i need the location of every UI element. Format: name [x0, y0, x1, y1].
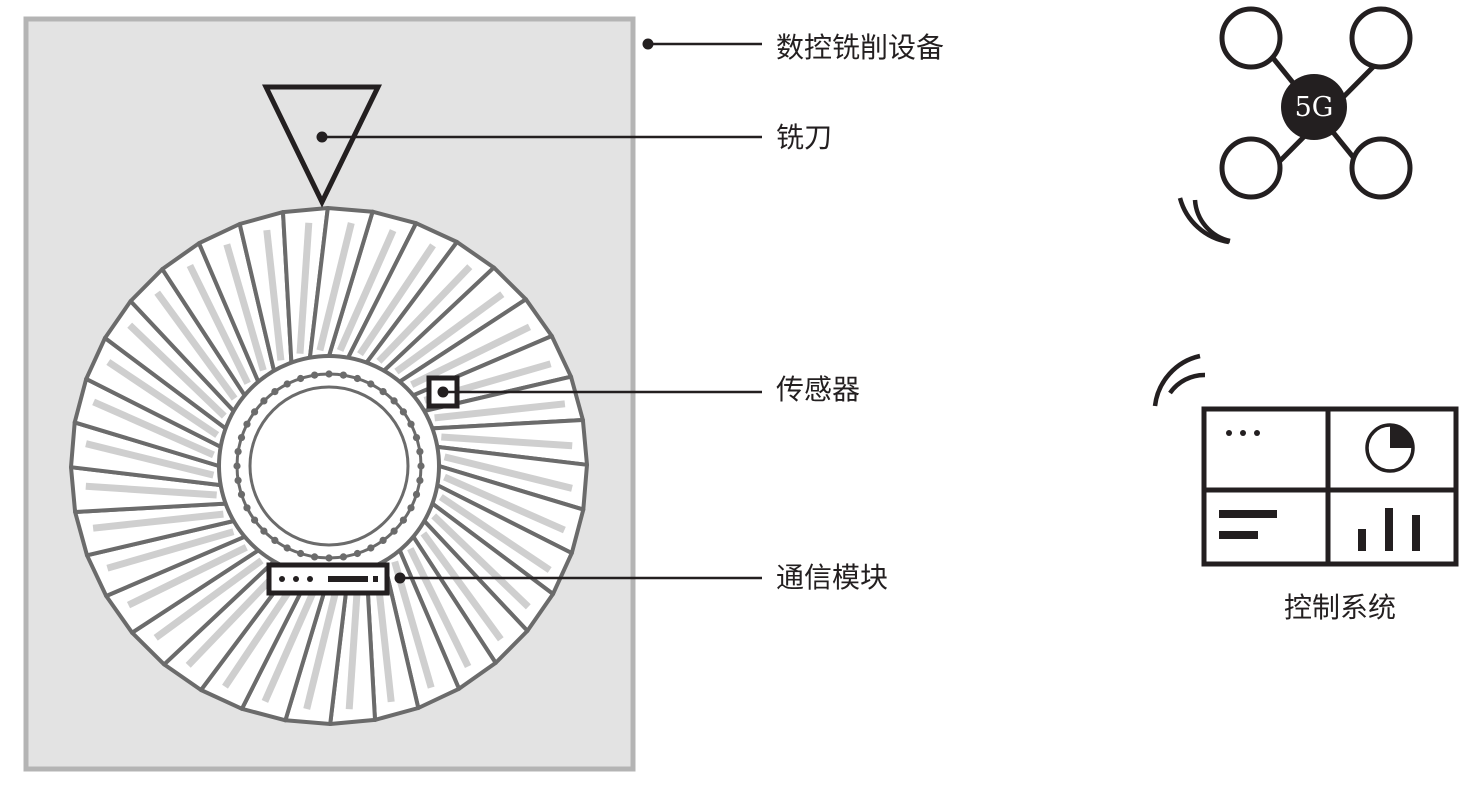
disc-bead	[243, 504, 251, 512]
disc-bead	[407, 504, 415, 512]
bar-chart-icon	[1358, 508, 1420, 551]
disc-blade-shadow	[441, 433, 573, 450]
disc-blade-shadow	[85, 482, 217, 499]
leader-lines	[322, 42, 762, 580]
disc-bead	[399, 408, 407, 416]
milling-cutter-icon	[262, 84, 382, 208]
disc-bead	[271, 536, 279, 545]
network-5g-label: 5G	[1295, 92, 1334, 123]
disc-blade-shadow	[126, 544, 248, 609]
disc-blade-shadow	[434, 400, 566, 422]
disc-blade-shadow	[222, 575, 301, 689]
disc-blade-shadow	[410, 323, 532, 388]
disc-bead	[243, 420, 251, 428]
disc-bead	[379, 388, 387, 396]
disc-bead	[412, 490, 421, 498]
disc-blade-shadow	[106, 359, 220, 438]
disc-blade-shadow	[223, 243, 267, 372]
pie-chart-icon	[1365, 423, 1415, 473]
disc-bead	[325, 370, 333, 378]
disc-blade-shadow	[431, 513, 531, 610]
disc-bead	[399, 516, 407, 524]
disc-hub-inner	[248, 385, 410, 547]
comm-module-icon	[266, 562, 390, 596]
disc-bead	[234, 448, 242, 456]
disc-bead	[416, 476, 424, 484]
disc-blade-shadow	[303, 580, 342, 710]
disc-bead	[297, 549, 305, 558]
wifi-signal-icon-dashboard	[1152, 353, 1206, 407]
disc-bead	[251, 516, 259, 524]
dashboard-icon	[1201, 406, 1459, 567]
disc-blade-shadow	[261, 580, 322, 703]
disc-blade-shadow	[154, 290, 238, 401]
disc-bead	[260, 397, 268, 405]
label-cutter: 铣刀	[776, 121, 832, 154]
disc-blade-shadow	[153, 557, 264, 641]
disc-bead	[417, 462, 425, 470]
disc-bead	[407, 420, 415, 428]
label-comm-module: 通信模块	[776, 561, 888, 594]
disc-blade-shadow	[438, 494, 552, 573]
disc-bead	[412, 434, 421, 442]
disc-blade-shadow	[186, 263, 251, 385]
disc-blade-shadow	[345, 578, 362, 710]
disc-blade-shadow	[92, 510, 224, 532]
disc-blade-shadow	[92, 398, 215, 459]
leader-dots	[316, 38, 654, 584]
disc-bead	[283, 380, 291, 388]
disc-blade-shadow	[263, 229, 285, 361]
disc-bead	[416, 448, 424, 456]
disc-bead	[325, 554, 333, 562]
more-dots-icon	[1226, 430, 1260, 436]
disc-bead	[260, 527, 268, 535]
disc-blade-shadow	[443, 473, 566, 534]
wifi-signal-icon	[1177, 197, 1231, 245]
disc-blade-shadow	[127, 322, 227, 419]
disc-beads	[233, 370, 425, 562]
disc-bead	[233, 462, 241, 470]
disc-bead	[237, 434, 246, 442]
disc-bead	[311, 371, 319, 379]
disc-blades	[69, 206, 589, 726]
disc-bead	[390, 397, 398, 405]
text-lines-icon	[1219, 510, 1277, 539]
disc-bead	[379, 536, 387, 545]
disc-bead	[367, 544, 375, 552]
disc-blade-shadow	[420, 531, 504, 642]
disc-bead	[283, 544, 291, 552]
disc-blade-shadow	[357, 243, 436, 357]
disc-bead	[367, 380, 375, 388]
label-control-system: 控制系统	[1284, 591, 1396, 624]
disc-bead	[390, 527, 398, 535]
disc-blade-shadow	[316, 222, 355, 352]
disc-bead	[339, 553, 347, 561]
disc-bead	[297, 374, 305, 383]
disc-bead	[271, 388, 279, 396]
disc-blade-shadow	[185, 568, 282, 668]
disc-bead	[251, 408, 259, 416]
disc-blade-shadow	[85, 440, 215, 479]
disc-bead	[237, 490, 246, 498]
disc-blade-shadow	[394, 291, 505, 375]
disc-bead	[311, 553, 319, 561]
drone-icon	[1219, 6, 1413, 200]
disc-blade-shadow	[296, 222, 313, 354]
disc-blade-shadow	[106, 528, 235, 572]
disc-bead	[353, 549, 361, 558]
bladed-disc	[69, 206, 589, 726]
disc-bead	[353, 374, 361, 383]
disc-bead	[234, 476, 242, 484]
label-machine: 数控铣削设备	[776, 31, 944, 64]
disc-blade-shadow	[443, 453, 573, 492]
disc-blade-shadow	[376, 264, 473, 364]
disc-bead	[339, 371, 347, 379]
disc-blade-shadow	[407, 547, 472, 669]
label-sensor: 传感器	[776, 373, 860, 406]
disc-blade-shadow	[336, 229, 397, 352]
